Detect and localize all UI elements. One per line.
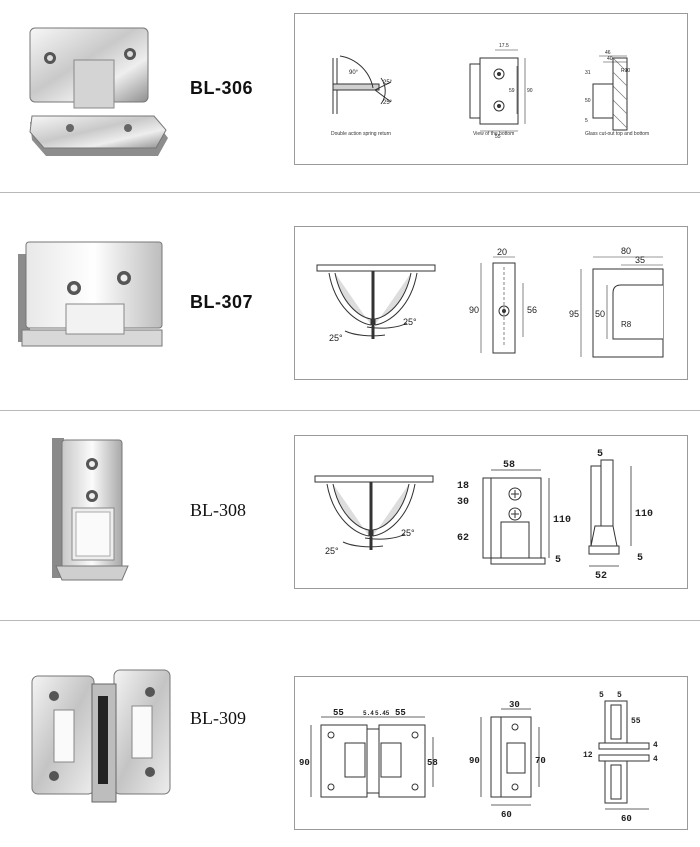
technical-drawing: 25° 25° 20 90 56 80 35 95 50 R8 — [316, 246, 664, 358]
svg-text:30: 30 — [457, 497, 469, 508]
svg-text:55: 55 — [395, 708, 406, 718]
svg-text:25°: 25° — [329, 333, 343, 343]
svg-text:46: 46 — [605, 50, 611, 56]
svg-text:R10: R10 — [621, 68, 630, 74]
svg-text:18: 18 — [457, 481, 469, 492]
svg-text:95: 95 — [569, 309, 579, 319]
row-divider — [0, 620, 700, 621]
svg-text:5: 5 — [597, 449, 603, 460]
svg-text:25°: 25° — [403, 317, 417, 327]
svg-text:5: 5 — [637, 553, 643, 564]
svg-text:25°: 25° — [325, 546, 339, 556]
svg-text:56: 56 — [527, 305, 537, 315]
svg-text:Glass cut-out top and bottom: Glass cut-out top and bottom — [585, 131, 649, 137]
drawing-panel-bl306: 90° 25° 25° Double action spring return … — [294, 13, 688, 165]
svg-text:80: 80 — [621, 246, 631, 256]
svg-text:31: 31 — [585, 70, 591, 76]
svg-text:90: 90 — [469, 756, 480, 766]
svg-text:5: 5 — [585, 118, 588, 124]
technical-drawing: 90° 25° 25° Double action spring return … — [331, 43, 649, 140]
svg-text:62: 62 — [457, 533, 469, 544]
svg-text:90: 90 — [527, 88, 533, 94]
svg-text:90: 90 — [469, 305, 479, 315]
svg-text:55: 55 — [631, 717, 641, 726]
svg-text:R8: R8 — [621, 320, 632, 329]
svg-text:40: 40 — [607, 56, 613, 62]
svg-text:5: 5 — [617, 691, 622, 700]
svg-text:58: 58 — [427, 758, 438, 768]
svg-text:59: 59 — [509, 88, 515, 94]
svg-text:25°: 25° — [401, 528, 415, 538]
svg-text:25°: 25° — [383, 100, 393, 106]
svg-text:55: 55 — [495, 134, 501, 140]
svg-text:110: 110 — [635, 509, 653, 520]
model-label: BL-307 — [190, 292, 254, 312]
svg-text:60: 60 — [501, 810, 512, 820]
svg-text:90°: 90° — [349, 70, 359, 76]
svg-text:View of the bottom: View of the bottom — [473, 131, 514, 137]
model-label: BL-306 — [190, 78, 254, 98]
product-photo-bl307 — [18, 232, 173, 362]
drawing-panel-bl307: 25° 25° 20 90 56 80 35 95 50 R8 — [294, 226, 688, 380]
drawing-panel-bl308: 25° 25° 58 18 30 62 110 5 5 110 5 52 — [294, 435, 688, 589]
row-divider — [0, 410, 700, 411]
svg-text:17.5: 17.5 — [499, 43, 509, 49]
drawing-panel-bl309: 55 5.4 5.45 55 90 58 30 90 70 60 5 5 55 … — [294, 676, 688, 830]
model-label: BL-309 — [190, 708, 246, 728]
svg-text:30: 30 — [509, 700, 520, 710]
svg-text:Double action spring return: Double action spring return — [331, 131, 391, 137]
product-photo-bl309 — [18, 664, 173, 814]
svg-text:5: 5 — [599, 691, 604, 700]
svg-text:4: 4 — [653, 755, 658, 764]
row-divider — [0, 192, 700, 193]
svg-text:4: 4 — [653, 741, 658, 750]
svg-text:58: 58 — [503, 460, 515, 471]
svg-text:25°: 25° — [383, 80, 393, 86]
svg-text:110: 110 — [553, 515, 571, 526]
svg-text:35: 35 — [635, 255, 645, 265]
svg-text:90: 90 — [299, 758, 310, 768]
svg-text:70: 70 — [535, 756, 546, 766]
technical-drawing: 55 5.4 5.45 55 90 58 30 90 70 60 5 5 55 … — [299, 691, 658, 824]
svg-text:50: 50 — [585, 98, 591, 104]
svg-text:20: 20 — [497, 247, 507, 257]
model-label: BL-308 — [190, 500, 246, 520]
svg-text:5: 5 — [555, 555, 561, 566]
svg-text:12: 12 — [583, 751, 593, 760]
svg-text:5.45: 5.45 — [375, 710, 390, 717]
svg-text:60: 60 — [621, 814, 632, 824]
technical-drawing: 25° 25° 58 18 30 62 110 5 5 110 5 52 — [314, 449, 653, 582]
product-photo-bl306 — [18, 20, 173, 165]
svg-text:50: 50 — [595, 309, 605, 319]
svg-text:52: 52 — [595, 571, 607, 582]
svg-text:5.4: 5.4 — [363, 710, 374, 717]
svg-text:55: 55 — [333, 708, 344, 718]
product-photo-bl308 — [18, 438, 173, 588]
